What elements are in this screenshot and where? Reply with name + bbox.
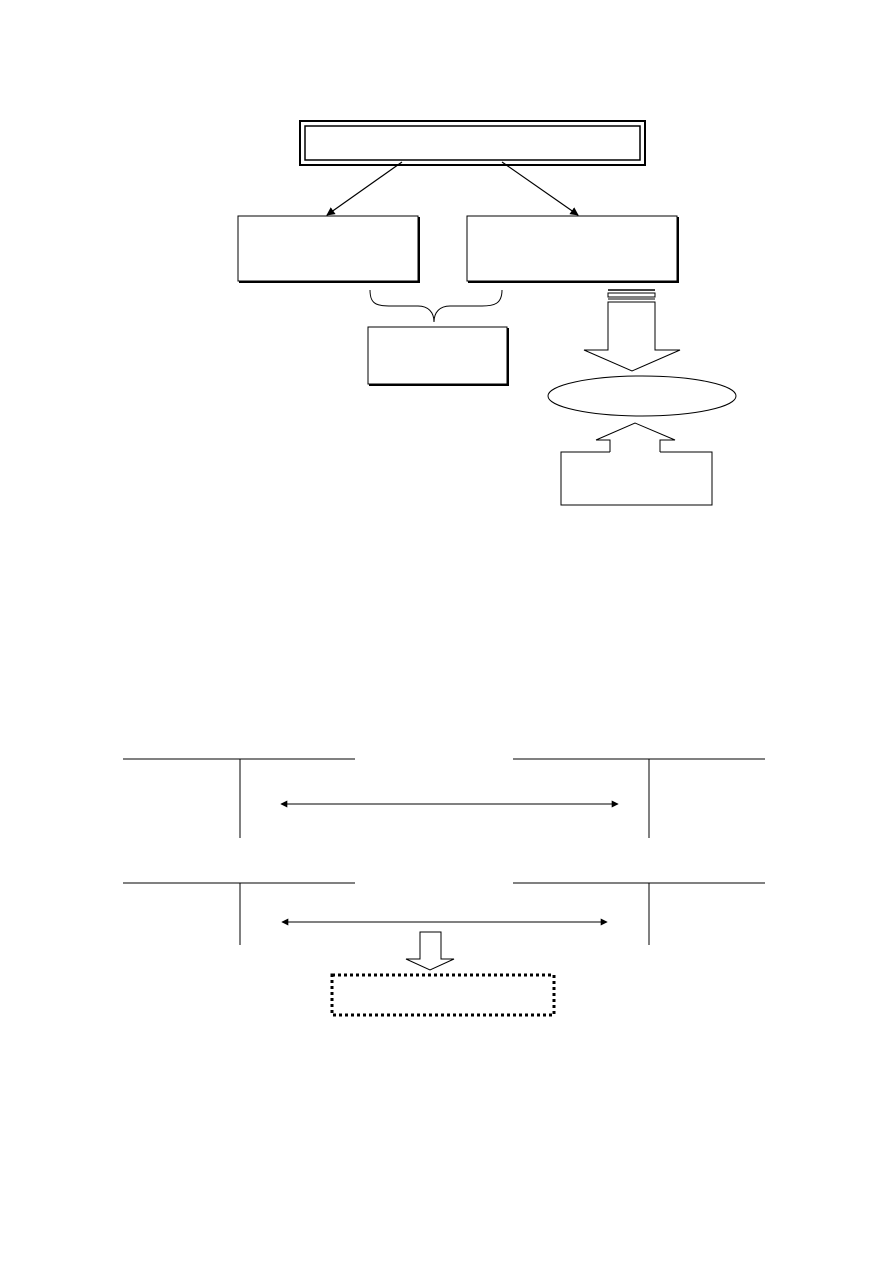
bottom-input-box	[560, 451, 713, 506]
top-box	[299, 120, 646, 166]
dotted-result-box	[330, 973, 556, 1017]
arrow-top-to-left	[326, 161, 403, 216]
left-box	[237, 215, 420, 283]
brace-result-box	[367, 326, 509, 386]
arrow-top-to-right	[501, 161, 579, 216]
curly-brace	[369, 289, 503, 323]
lower-timeline	[123, 882, 765, 945]
upper-timeline	[123, 758, 765, 838]
ellipse-node	[547, 375, 737, 417]
block-up-arrow	[595, 422, 676, 452]
small-down-arrow	[405, 931, 455, 971]
striped-down-arrow	[583, 289, 681, 372]
block-up-arrow-left-shaft	[596, 439, 611, 452]
right-box	[466, 215, 679, 283]
